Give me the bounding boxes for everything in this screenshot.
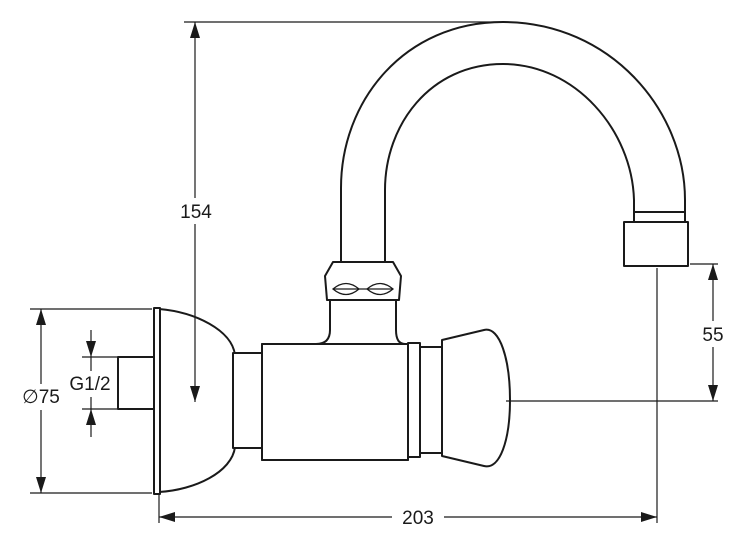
spout-collar xyxy=(633,211,686,223)
body-connector xyxy=(232,352,264,449)
thread-inlet xyxy=(117,356,155,410)
dimension-arrows xyxy=(36,22,718,522)
swivel-nut xyxy=(324,261,402,301)
dim-label-154: 154 xyxy=(180,202,212,223)
cartridge-ring-2 xyxy=(419,346,443,454)
wall-plate xyxy=(158,308,236,493)
dim-label-203: 203 xyxy=(402,508,434,529)
dim-label-55: 55 xyxy=(702,325,723,346)
spout-neck-inner xyxy=(384,63,635,263)
spout-neck-outer xyxy=(340,21,686,263)
cartridge-ring-1 xyxy=(407,342,421,458)
valve-body xyxy=(261,343,409,461)
aerator xyxy=(623,221,689,267)
faucet-outline xyxy=(117,21,689,495)
dim-label-75: ∅75 xyxy=(22,387,60,408)
dim-label-g12: G1/2 xyxy=(69,374,110,395)
push-button xyxy=(441,328,511,468)
